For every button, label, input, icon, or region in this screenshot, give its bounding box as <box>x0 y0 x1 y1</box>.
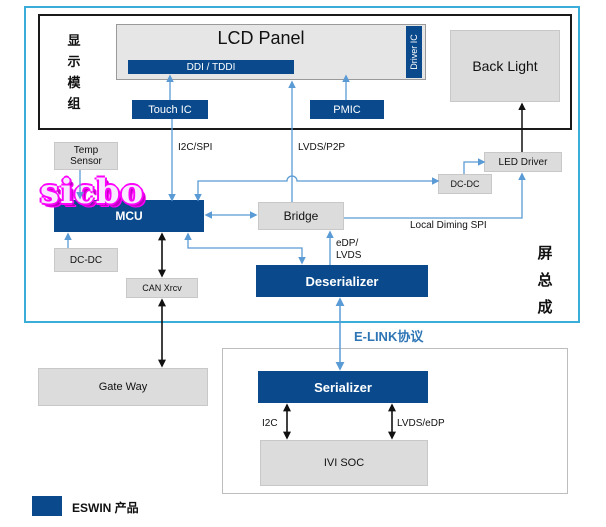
i2c-label: I2C <box>262 418 278 429</box>
driver-ic-block: Driver IC <box>406 26 422 78</box>
edp-lvds-label: eDP/ LVDS <box>336 238 362 261</box>
lvds-p2p-label: LVDS/P2P <box>298 142 346 153</box>
elink-label: E-LINK协议 <box>354 329 424 344</box>
can-xrcv-block: CAN Xrcv <box>126 278 198 298</box>
touch-ic-block: Touch IC <box>132 100 208 119</box>
i2c-spi-label: I2C/SPI <box>178 142 213 153</box>
gate-way-block: Gate Way <box>38 368 208 406</box>
sicbo-watermark: sicbo <box>40 172 145 212</box>
host-frame <box>222 348 568 494</box>
lvds-edp-label: LVDS/eDP <box>397 418 445 429</box>
back-light-block: Back Light <box>450 30 560 102</box>
dc-dc-left-block: DC-DC <box>54 248 118 272</box>
screen-assembly-label: 屏 总 成 <box>537 245 553 316</box>
dc-dc-to-led-driver-arrow <box>463 158 486 174</box>
lcd-panel-title: LCD Panel <box>217 28 305 48</box>
dc-dc-right-block: DC-DC <box>438 174 492 194</box>
legend-label: ESWIN 产品 <box>72 501 139 515</box>
ddi-tddi-block: DDI / TDDI <box>128 60 294 74</box>
bridge-to-led-driver-arrow <box>344 172 526 219</box>
temp-sensor-block: Temp Sensor <box>54 142 118 170</box>
legend-swatch <box>32 496 62 516</box>
mcu-to-dc-dc-arrow <box>194 175 440 202</box>
deserializer-block: Deserializer <box>256 265 428 297</box>
bridge-block: Bridge <box>258 202 344 230</box>
pmic-block: PMIC <box>310 100 384 119</box>
mcu-deserializer-arrow <box>184 232 306 265</box>
ivi-soc-block: IVI SOC <box>260 440 428 486</box>
display-module-frame <box>38 14 572 130</box>
screen-assembly-frame <box>24 6 580 323</box>
local-dimming-label: Local Diming SPI <box>410 220 487 231</box>
mcu-block: MCU <box>54 200 204 232</box>
display-module-label: 显 示 模 组 <box>67 33 81 111</box>
serializer-block: Serializer <box>258 371 428 403</box>
